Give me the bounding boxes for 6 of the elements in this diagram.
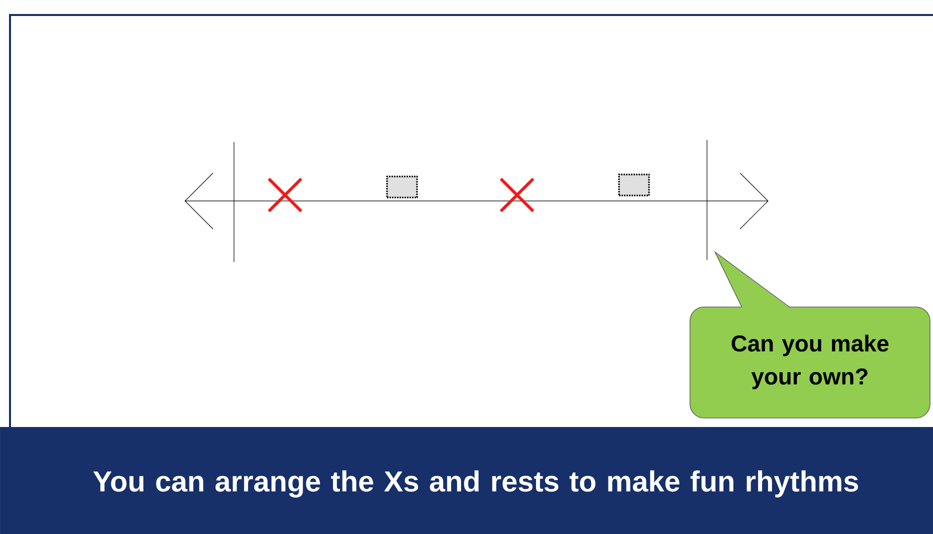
rest-box [618,174,650,196]
x-mark [267,177,303,213]
speech-bubble: Can you make your own? [690,250,930,418]
x-mark [499,177,535,213]
caption-band: You can arrange the Xs and rests to make fun rhythms [0,426,933,534]
rest-box [386,176,418,198]
